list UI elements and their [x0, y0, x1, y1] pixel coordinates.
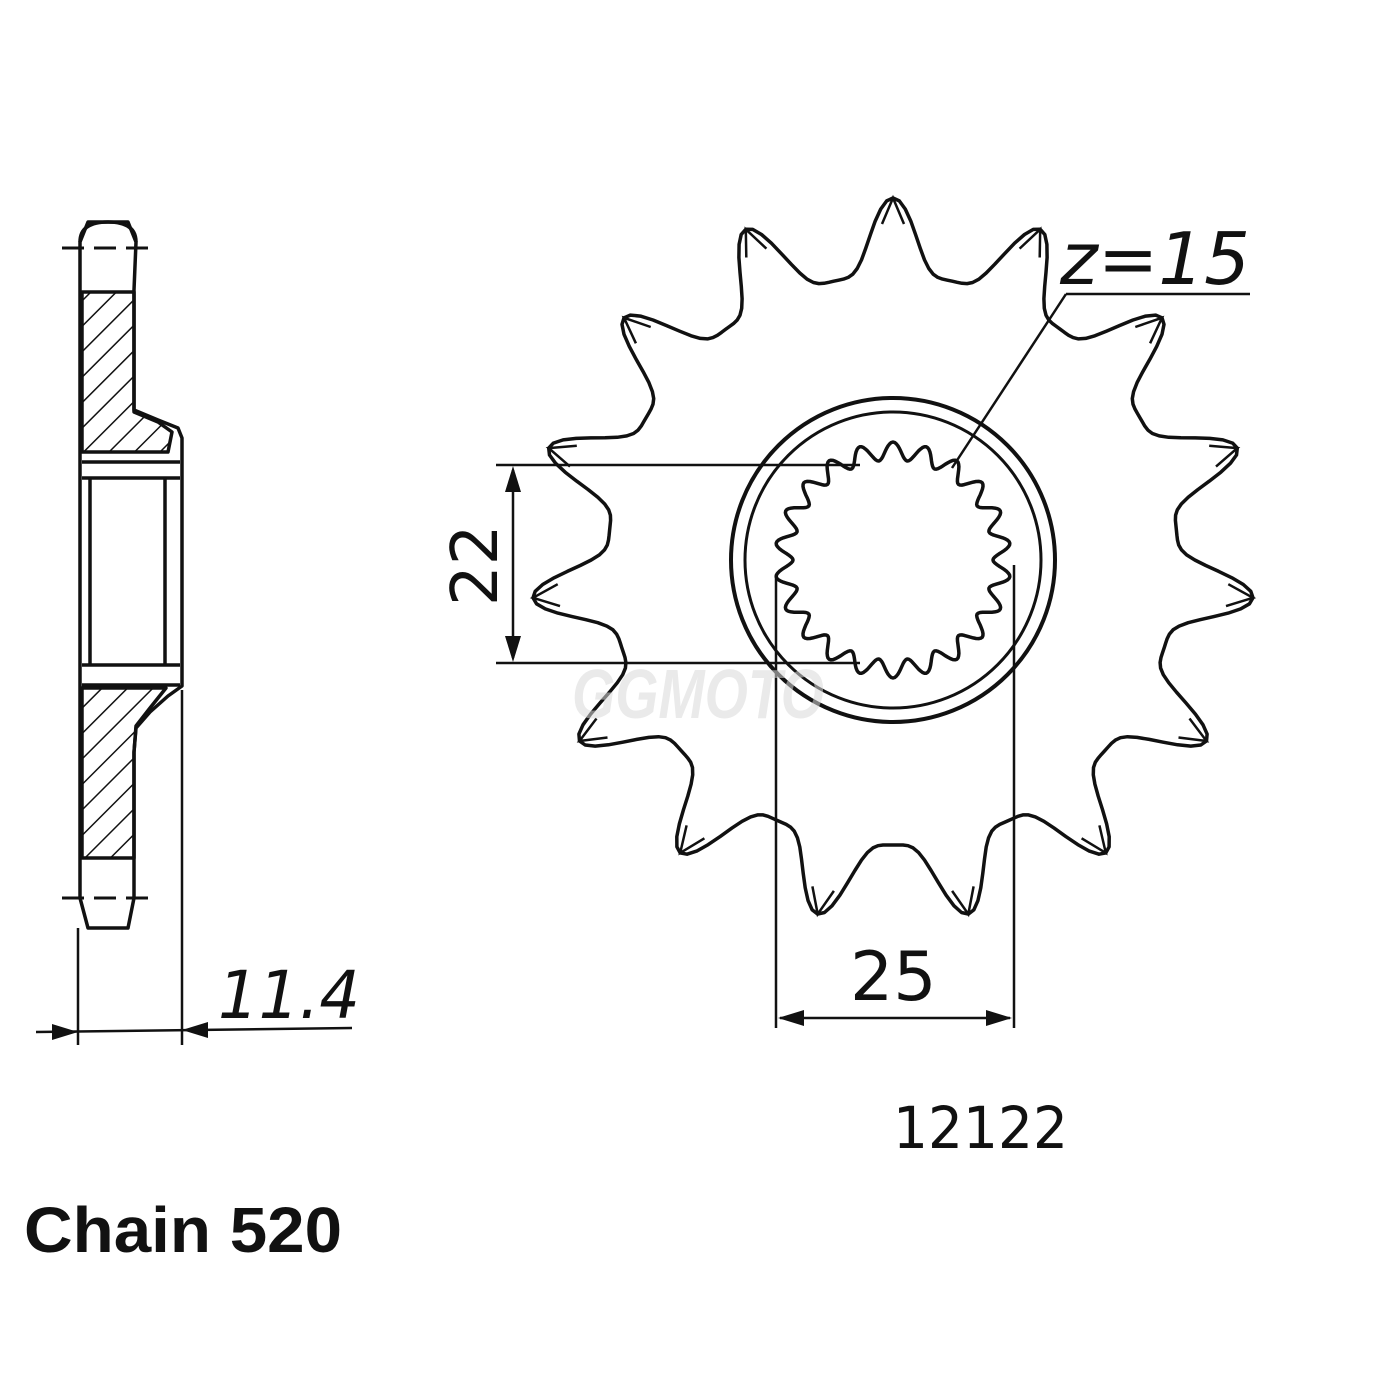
- tooth-tip-chamfer: [678, 825, 706, 856]
- tooth-tips: [529, 194, 1257, 918]
- tooth-tip-chamfer: [1134, 315, 1165, 344]
- side-section-view: [35, 220, 353, 1045]
- tooth-tip-chamfer: [621, 315, 652, 344]
- thickness-label: 11.4: [218, 957, 360, 1034]
- hub-outer-ring: [729, 396, 1057, 724]
- tooth-tip-chamfer: [951, 886, 975, 918]
- sprocket-outline: [531, 196, 1255, 916]
- tooth-tip-chamfer: [1080, 825, 1108, 856]
- front-view: [496, 194, 1257, 1028]
- tooth-tip-chamfer: [1018, 226, 1042, 258]
- tooth-tip-chamfer: [1225, 583, 1257, 608]
- spline-diameter-label: 25: [850, 938, 937, 1017]
- tooth-tip-chamfer: [545, 444, 577, 468]
- tooth-tip-chamfer: [880, 194, 906, 225]
- tooth-tip-chamfer: [576, 717, 608, 743]
- chain-size-label: Chain 520: [24, 1194, 342, 1266]
- side-upper-hatch: [80, 290, 174, 454]
- tooth-tip-chamfer: [1178, 717, 1210, 743]
- side-upper-tooth: [78, 220, 138, 243]
- thickness-arrows: [52, 1022, 208, 1040]
- inner-diameter-label: 22: [439, 525, 513, 606]
- teeth-count-label: z=15: [1059, 217, 1250, 301]
- side-lower-hatch: [80, 686, 168, 860]
- tooth-tip-chamfer: [1209, 444, 1241, 468]
- spline-bore: [774, 440, 1012, 680]
- part-number-label: 12122: [893, 1094, 1068, 1162]
- dimension-arrows: [505, 466, 1012, 1026]
- teeth-leader-line: [950, 293, 1068, 469]
- hub-inner-ring: [743, 410, 1043, 710]
- watermark-text: GGMOTO: [572, 655, 824, 733]
- tooth-tip-chamfer: [529, 583, 561, 608]
- tooth-tip-chamfer: [811, 886, 835, 918]
- tooth-tip-chamfer: [744, 226, 768, 258]
